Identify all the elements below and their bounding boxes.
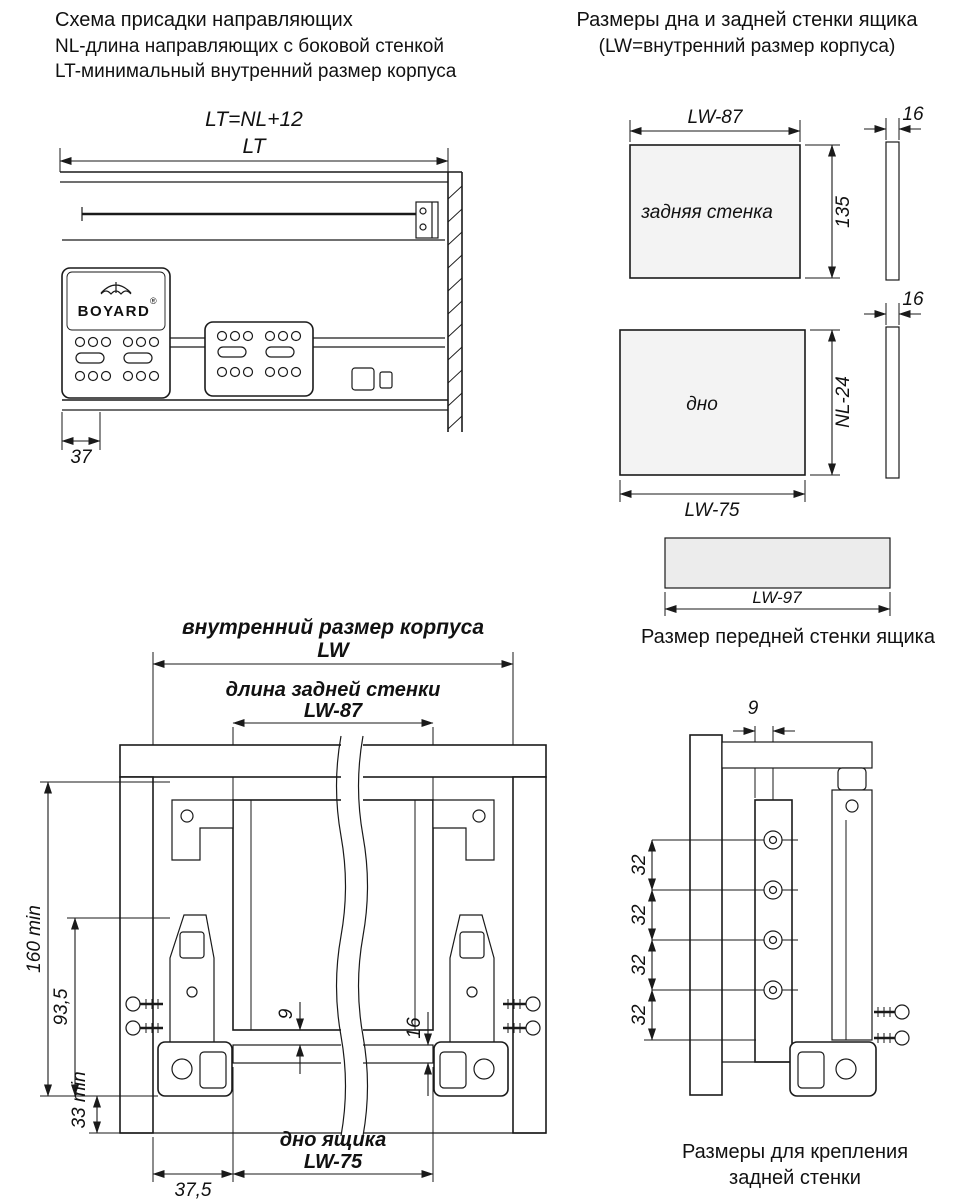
front-panel-figure: LW-97 Размер передней стенки ящика: [641, 537, 936, 648]
rear-cabinet-wall: [689, 734, 723, 1096]
side-view: LT=NL+12 LT: [59, 108, 463, 468]
fixing-hole-icon-3: [763, 930, 783, 950]
cabinet-right-wall: [512, 776, 547, 1134]
dim-37-5: 37,5: [152, 1067, 234, 1200]
lt-formula-label: LT=NL+12: [205, 108, 303, 131]
scheme-title: Схема присадки направляющих: [55, 9, 353, 31]
front-plate-holes: [74, 336, 160, 382]
brand-registered-mark: ®: [150, 296, 157, 306]
middle-bracket-plate: [204, 321, 314, 397]
panels-title: Размеры дна и задней стенки ящика: [576, 9, 918, 31]
screw-icon-right-1: [503, 996, 541, 1012]
dim-32-label-2: 32: [629, 904, 650, 926]
slide-bracket-left: [169, 914, 215, 1046]
dim-32-label-4: 32: [629, 1004, 650, 1026]
screw-icon-rear-1: [874, 1004, 910, 1020]
fixing-hole-icon-1: [763, 830, 783, 850]
screw-icon-right-2: [503, 1020, 541, 1036]
lw-dim-label: LW: [317, 639, 351, 662]
bottom-panel-label: дно: [686, 394, 718, 415]
bottom-label: дно ящика: [280, 1129, 386, 1151]
drawer-bottom-panel: [232, 1044, 434, 1064]
dim-93-5-label: 93,5: [51, 988, 72, 1025]
front-bracket-plate: BOYARD ®: [61, 267, 171, 399]
header-left: Схема присадки направляющих NL-длина нап…: [55, 9, 457, 82]
back-panel-shape: [629, 144, 801, 279]
back-panel-edge-shape: [885, 141, 900, 281]
fixing-hole-icon-4: [763, 980, 783, 1000]
dim-32-label-3: 32: [629, 954, 650, 976]
scheme-subtitle-nl: NL-длина направляющих с боковой стенкой: [55, 36, 444, 57]
brand-umbrella-icon: [100, 282, 132, 295]
front-panel-shape: [664, 537, 891, 589]
bottom-panel-edge-shape: [885, 326, 900, 479]
dim-9-label: 9: [276, 1008, 297, 1019]
lt-dim-label: LT: [243, 135, 268, 158]
screw-icon-left-1: [125, 996, 163, 1012]
bottom-panel-height-dim: NL-24: [833, 376, 854, 428]
screw-icon-left-2: [125, 1020, 163, 1036]
wall-hatch: [447, 185, 463, 430]
bottom-slide-right: [433, 1041, 509, 1097]
rear-caption-line1: Размеры для крепления: [682, 1141, 908, 1163]
front-view: внутренний размер корпуса LW длина задне…: [24, 616, 547, 1200]
scheme-subtitle-lt: LT-минимальный внутренний размер корпуса: [55, 61, 457, 82]
dim-32-chain: 32 32 32 32: [629, 839, 656, 1041]
dim-33-label: 33 min: [69, 1071, 90, 1128]
slide-latch-detail: [351, 367, 393, 391]
slide-bracket-right: [449, 914, 495, 1046]
dim-lw75-bottom: дно ящика LW-75: [232, 1067, 434, 1182]
lw87-dim-label: LW-87: [304, 700, 363, 722]
dim-32-label-1: 32: [629, 854, 650, 876]
dim-37-5-label: 37,5: [175, 1180, 212, 1200]
wavy-break-lines: [335, 735, 369, 1137]
back-panel-figure: LW-87 задняя стенка 135 16: [629, 104, 924, 281]
cabinet-left-wall: [119, 776, 154, 1134]
dim-9-gap: 9: [276, 1002, 304, 1074]
drawer-railing: [81, 201, 439, 239]
dim-160-label: 160 min: [24, 905, 45, 973]
back-panel-thickness: 16: [864, 104, 924, 140]
rear-caption-line2: задней стенки: [729, 1167, 861, 1189]
bottom-panel-shape: [619, 329, 806, 476]
back-panel-width-dim: LW-87: [688, 107, 744, 128]
bottom-panel-figure: дно NL-24 LW-75 16: [619, 289, 924, 521]
dim-16-thickness: 16: [404, 1012, 432, 1096]
panels-subtitle: (LW=внутренний размер корпуса): [599, 36, 896, 57]
dim-93-5: 93,5: [51, 917, 170, 1097]
dim-33-min: 33 min: [69, 1071, 120, 1134]
back-panel-label: задняя стенка: [640, 202, 773, 223]
brand-logo-text: BOYARD: [78, 303, 151, 320]
header-right: Размеры дна и задней стенки ящика (LW=вн…: [576, 9, 918, 57]
rear-bottom-slide: [722, 1041, 877, 1097]
dim-37: 37: [61, 412, 101, 468]
bottom-panel-width-dim: LW-75: [685, 500, 740, 521]
dim-160-min: 160 min: [24, 781, 170, 1097]
fixing-hole-icon-2: [763, 880, 783, 900]
rear-cabinet-top: [721, 741, 873, 769]
top-corner-bracket-left: [171, 799, 234, 861]
bottom-slide-left: [157, 1041, 233, 1097]
rear-slide-bracket: [831, 767, 873, 1041]
back-length-label: длина задней стенки: [226, 679, 441, 701]
dim-37-label: 37: [70, 447, 93, 468]
inner-width-label: внутренний размер корпуса: [182, 616, 484, 639]
front-panel-width-dim: LW-97: [752, 588, 802, 607]
top-corner-bracket-right: [432, 799, 495, 861]
cabinet-top-panel: [119, 744, 547, 778]
lw75-dim-label: LW-75: [304, 1151, 363, 1173]
bottom-panel-thickness-dim: 16: [902, 289, 924, 310]
drawer-back-panel: [232, 799, 434, 1031]
bottom-panel-thickness: 16: [864, 289, 924, 325]
rear-view: 9 32 32 32: [629, 698, 910, 1189]
back-panel-thickness-dim: 16: [902, 104, 924, 125]
rear-dim-9-label: 9: [748, 698, 759, 719]
back-panel-height-dim: 135: [833, 196, 854, 228]
dim-16-label: 16: [404, 1017, 425, 1039]
screw-icon-rear-2: [874, 1030, 910, 1046]
front-panel-caption: Размер передней стенки ящика: [641, 626, 936, 648]
logo-frame: [66, 271, 166, 331]
